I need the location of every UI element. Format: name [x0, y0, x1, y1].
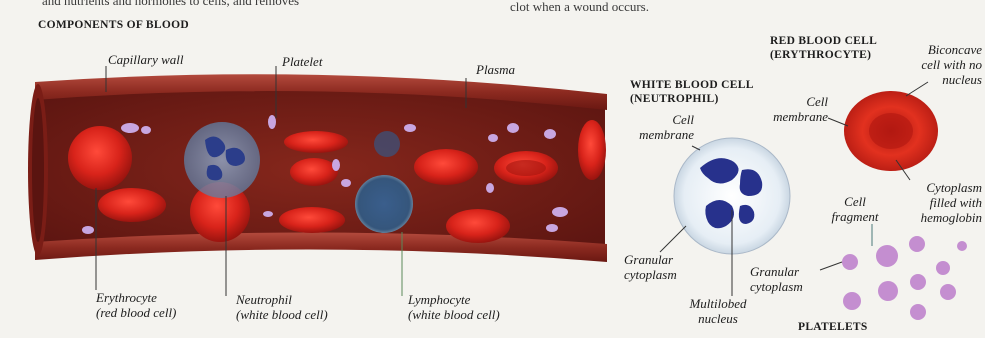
white-cell-title: WHITE BLOOD CELL (NEUTROPHIL)	[630, 78, 754, 106]
label-plasma: Plasma	[476, 62, 515, 77]
label-cell-fragment: Cell fragment	[830, 194, 880, 224]
platelets-detail	[842, 236, 967, 320]
label-biconcave: Biconcave cell with no nucleus	[884, 42, 982, 87]
label-wbc-granular-cytoplasm: Granular cytoplasm	[624, 252, 677, 282]
label-rbc-membrane: Cell membrane	[752, 94, 828, 124]
platelets-title: PLATELETS	[798, 320, 868, 334]
red-cell-title: RED BLOOD CELL (ERYTHROCYTE)	[770, 34, 877, 62]
label-lymphocyte: Lymphocyte (white blood cell)	[408, 292, 500, 322]
label-rbc-cytoplasm: Cytoplasm filled with hemoglobin	[884, 180, 982, 225]
label-platelet: Platelet	[282, 54, 322, 69]
vessel-neutrophil	[184, 122, 260, 198]
label-erythrocyte: Erythrocyte (red blood cell)	[96, 290, 176, 320]
label-multilobed-nucleus: Multilobed nucleus	[678, 296, 758, 326]
label-neutrophil: Neutrophil (white blood cell)	[236, 292, 328, 322]
label-platelet-granular-cytoplasm: Granular cytoplasm	[750, 264, 803, 294]
red-cell-detail	[844, 91, 938, 171]
label-wbc-membrane: Cell membrane	[614, 112, 694, 142]
label-capillary-wall: Capillary wall	[108, 52, 183, 67]
